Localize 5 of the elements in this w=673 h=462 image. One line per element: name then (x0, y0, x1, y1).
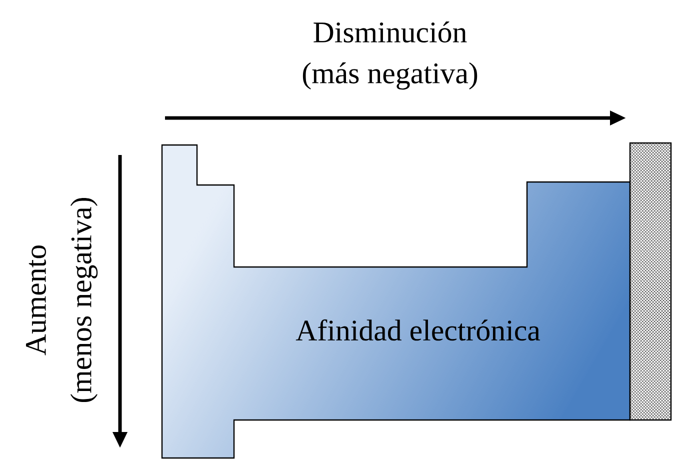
axis-label: Aumento (26, 246, 46, 356)
hatched-column (629, 142, 672, 421)
axis-label: (menos negativa) (70, 198, 98, 402)
axis-label: (más negativa) (302, 62, 478, 90)
axis-label: Disminución (314, 21, 467, 43)
